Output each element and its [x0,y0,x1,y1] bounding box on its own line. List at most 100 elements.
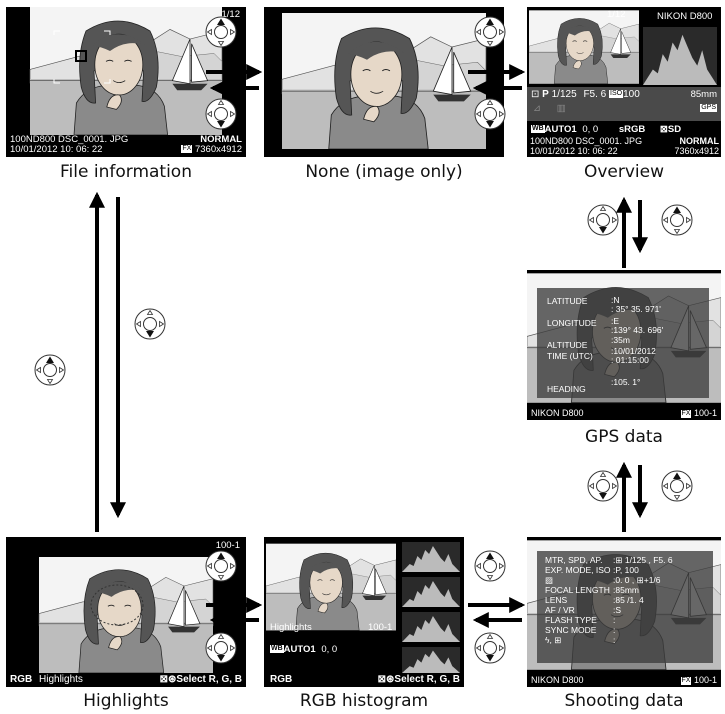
frame-number: 1/12 [607,9,626,20]
photo-thumbnail [266,543,396,631]
shooting-data-value: :S [613,605,622,615]
shooting-data-label: EXP. MODE, ISO [545,565,611,575]
shooting-data-value: :⊞ 1/125 , F5. 6 [613,555,673,565]
multi-selector-down-icon [474,632,506,664]
gps-time: : 01:15:00 [611,354,649,365]
multi-selector-up-icon [34,354,66,386]
histogram-blue [402,647,460,673]
shooting-data-label: SYNC MODE [545,625,597,635]
screen-gps-data: LATITUDE LONGITUDE ALTITUDE TIME (UTC) H… [527,270,721,420]
luminance-histogram [643,27,717,85]
camera-name: NIKON D800 [657,11,713,22]
shooting-data-row: FOCAL LENGTH:85mm [545,585,673,595]
shooting-data-row: AF / VR :S [545,605,673,615]
gps-label-altitude: ALTITUDE [547,340,588,350]
wb-badge: WB [531,125,545,134]
screen-rgb-histogram: Highlights 100-1 WBAUTO1 0, 0 RGB ⊠⊛Sele… [264,537,464,687]
frame-number: 1/12 [221,9,241,20]
shooting-data-value: : [613,625,616,635]
caption-rgb-histogram: RGB histogram [299,691,429,711]
shooting-data-label: FOCAL LENGTH [545,585,610,595]
highlight-blink-area [90,584,144,626]
shooting-data-label: AF / VR [545,605,575,615]
histogram-red [402,577,460,607]
shooting-data-row: EXP. MODE, ISO:P, 100 [545,565,673,575]
wb-adjust: 0, 0 [321,644,338,655]
shooting-data-label: ϟ, ⊞ [545,635,562,645]
shooting-data-value: :85mm [613,585,639,595]
caption-file-information: File information [60,162,192,182]
wb-value: AUTO1 [283,644,316,655]
aperture: F5. 6 [583,89,607,100]
shooting-data-row: MTR, SPD, AP. :⊞ 1/125 , F5. 6 [545,555,673,565]
screen-highlights: 100-1 RGB Highlights ⊠⊛Select R, G, B [6,537,246,687]
multi-selector-down-icon [134,308,166,340]
image-size: 7360x4912 [674,146,719,156]
gps-badge: GPS [700,104,717,113]
gps-label-time: TIME (UTC) [547,351,593,361]
shooting-data-row: SYNC MODE: [545,625,673,635]
shooting-data-value: :0. 0 , ⊞+1/6 [613,575,661,585]
caption-gps-data: GPS data [585,427,663,447]
exposure-comp-icon: ⊿ ▥ [533,103,566,114]
shooting-data-row: ▨ :0. 0 , ⊞+1/6 [545,575,673,585]
gps-alt: :35m [611,335,630,346]
multi-selector-up-icon [205,550,237,582]
iso-value: 100 [623,89,640,100]
focal-length: 85mm [690,89,717,100]
gps-label-longitude: LONGITUDE [547,318,597,328]
multi-selector-up-icon [205,16,237,48]
wb-adjust: 0, 0 [582,124,599,135]
multi-selector-down-icon [587,204,619,236]
picture-control-icon: ⊠ [659,124,668,135]
multi-selector-down-icon [587,470,619,502]
photo-preview [281,13,487,149]
color-space: sRGB [618,124,646,135]
wb-badge: WB [270,645,284,654]
caption-shooting-data: Shooting data [564,691,684,711]
fx-badge: FX [680,409,692,418]
histogram-rgb [402,542,460,572]
fx-badge: FX [181,145,193,154]
iso-badge: ISO [609,90,624,99]
select-channel-hint: Select R, G, B [176,674,242,685]
image-quality: NORMAL [679,136,720,146]
shooting-data-row: FLASH TYPE: [545,615,673,625]
multi-selector-down-icon [474,98,506,130]
shooting-data-label: FLASH TYPE [545,615,597,625]
screen-none [264,7,504,157]
fx-badge: FX [680,676,692,685]
shooting-data-label: MTR, SPD, AP. [545,555,603,565]
photo-thumbnail [529,10,639,84]
gps-lon: :139° 43. 696' [611,324,664,335]
wb-value: AUTO1 [544,124,577,135]
focus-point-overlay [53,30,111,84]
channel-rgb: RGB [270,674,293,685]
channel-rgb: RGB [10,674,33,685]
gps-label-latitude: LATITUDE [547,296,588,306]
shooting-data-label: ▨ [545,575,554,585]
thumb-zoom-icon: ⊠⊛ [377,674,395,685]
highlights-label: Highlights [270,622,312,633]
gps-label-heading: HEADING [547,384,586,394]
gps-lon-dir: :E [611,316,620,327]
caption-highlights: Highlights [83,691,169,711]
shooting-data-row: LENS:85 /1. 4 [545,595,673,605]
gps-lat-dir: :N [611,295,620,305]
camera-name: NIKON D800 [531,675,584,685]
gps-heading: :105. 1° [611,377,641,388]
date-time: 10/01/2012 10: 06: 22 [530,146,618,156]
metering-icon: ⊡ [531,89,540,100]
image-size: 7360x4912 [194,144,242,155]
frame-number: 100-1 [693,675,717,685]
exposure-mode: P [542,89,549,100]
image-quality: NORMAL [200,134,242,145]
multi-selector-up-icon [474,550,506,582]
frame-number: 100-1 [693,408,717,418]
multi-selector-down-icon [205,98,237,130]
shutter-speed: 1/125 [551,89,577,100]
shooting-data-value: :85 /1. 4 [613,595,644,605]
picture-control: SD [667,124,682,135]
multi-selector-up-icon [661,204,693,236]
gps-date: :10/01/2012 [611,345,656,356]
